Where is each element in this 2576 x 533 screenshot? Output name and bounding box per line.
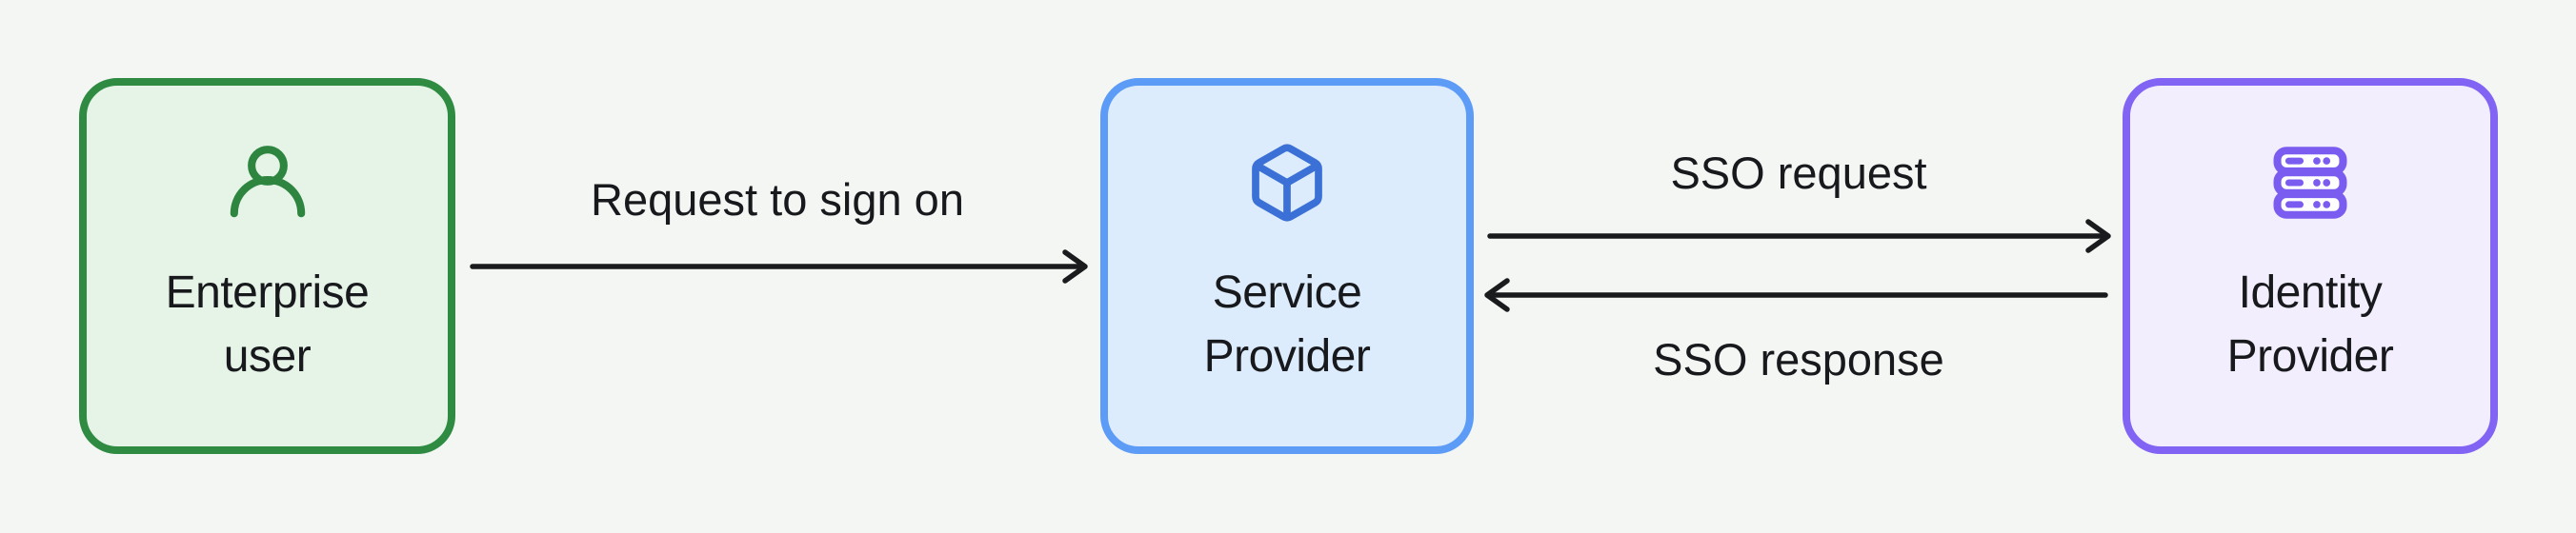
node-enterprise-user: Enterprise user bbox=[79, 78, 455, 454]
arrow-sso-request bbox=[1487, 219, 2111, 253]
cube-icon bbox=[1245, 141, 1329, 225]
arrow-sso-response bbox=[1484, 278, 2108, 312]
node-identity-provider: Identity Provider bbox=[2123, 78, 2498, 454]
user-icon bbox=[226, 141, 310, 225]
server-icon bbox=[2268, 141, 2352, 225]
edge-label-request-to-sign-on: Request to sign on bbox=[591, 174, 964, 225]
edge-label-sso-request: SSO request bbox=[1670, 148, 1927, 198]
edge-label-sso-response: SSO response bbox=[1653, 334, 1944, 385]
node-label-service-provider: Service Provider bbox=[1203, 267, 1371, 382]
node-service-provider: Service Provider bbox=[1100, 78, 1474, 454]
node-label-identity-provider: Identity Provider bbox=[2226, 267, 2394, 382]
arrow-request-to-sign-on bbox=[470, 249, 1088, 284]
node-label-enterprise-user: Enterprise user bbox=[165, 267, 370, 382]
